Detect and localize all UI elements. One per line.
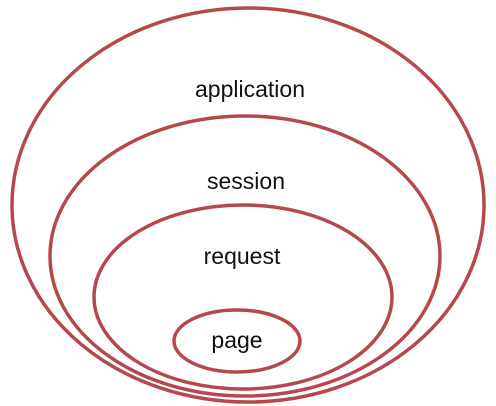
application-scope-ellipse — [10, 6, 486, 404]
session-scope-ellipse — [48, 114, 442, 398]
application-label: application — [195, 76, 305, 102]
session-label: session — [207, 168, 285, 194]
request-label: request — [204, 243, 281, 269]
page-label: page — [211, 327, 262, 353]
page-scope-ellipse — [172, 308, 302, 374]
request-scope-ellipse — [92, 203, 394, 391]
